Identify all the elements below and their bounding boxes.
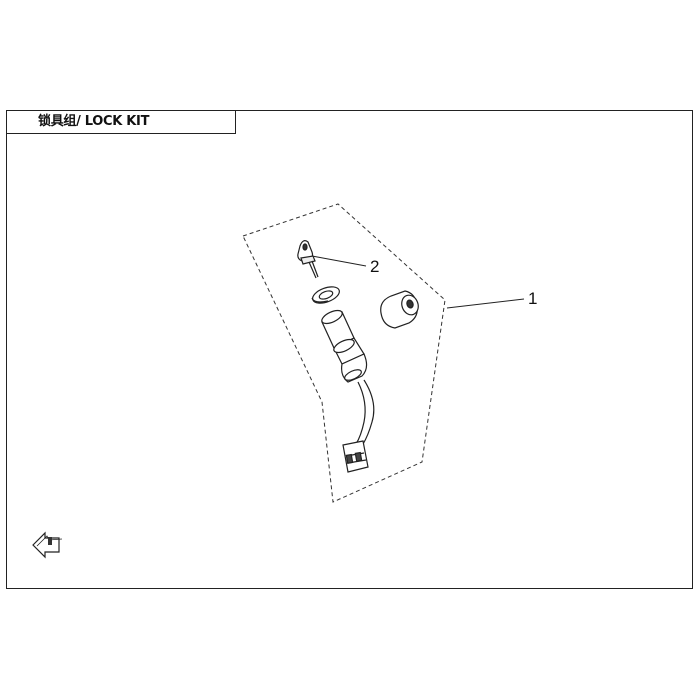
washer-part <box>311 286 340 304</box>
wire-harness-part <box>355 379 375 445</box>
leader-line-1 <box>446 298 525 309</box>
title-block <box>6 110 236 134</box>
leader-line-2 <box>311 255 367 267</box>
connector-part <box>342 440 369 473</box>
front-arrow-icon <box>32 531 63 559</box>
ignition-switch-part <box>321 309 368 383</box>
diagram-title: 锁具组/ LOCK KIT <box>38 114 150 129</box>
callout-2: 2 <box>370 257 380 276</box>
drawing-frame <box>6 110 693 589</box>
kit-boundary <box>242 203 446 503</box>
callout-1: 1 <box>528 289 538 308</box>
cap-part <box>380 290 419 329</box>
key-part <box>297 240 319 279</box>
